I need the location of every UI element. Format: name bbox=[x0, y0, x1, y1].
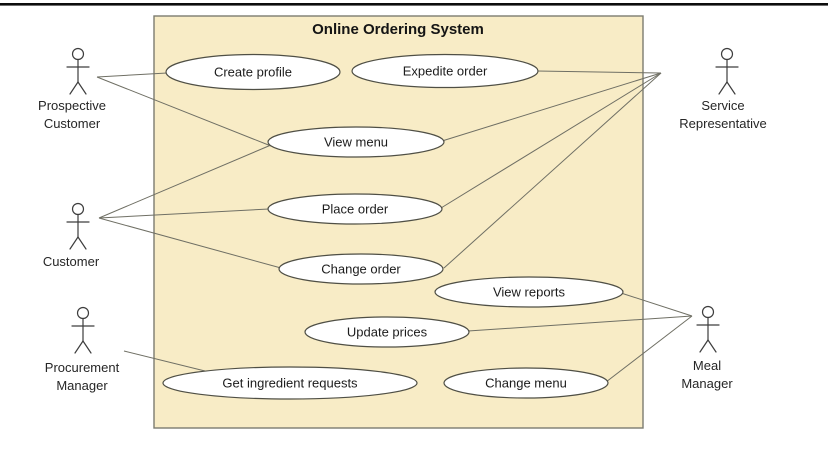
actor-icon bbox=[66, 47, 90, 95]
actor-service-representative: Service Representative bbox=[679, 47, 767, 131]
use-case-label: View reports bbox=[493, 285, 566, 300]
assoc-customer-view-menu bbox=[98, 144, 272, 219]
actor-label-line2: Manager bbox=[681, 376, 733, 391]
actor-icon bbox=[71, 306, 95, 354]
use-case-place-order: Place order bbox=[267, 193, 443, 225]
actor-label-line1: Meal bbox=[693, 358, 721, 373]
use-case-label: Place order bbox=[322, 202, 389, 217]
use-case-expedite-order: Expedite order bbox=[351, 53, 539, 89]
actor-label-line1: Prospective bbox=[38, 98, 106, 113]
actor-procurement-manager: Procurement Manager bbox=[45, 306, 120, 393]
actor-customer: Customer bbox=[43, 202, 100, 269]
use-case-view-reports: View reports bbox=[434, 276, 624, 308]
assoc-prospective-customer-create-profile bbox=[96, 72, 168, 78]
use-case-label: Create profile bbox=[214, 65, 292, 80]
actor-label-line1: Customer bbox=[43, 254, 100, 269]
use-case-label: Expedite order bbox=[403, 64, 488, 79]
actor-label-line2: Customer bbox=[44, 116, 101, 131]
actor-icon bbox=[696, 305, 720, 353]
use-case-label: Update prices bbox=[347, 325, 428, 340]
use-case-ellipse bbox=[434, 276, 624, 308]
assoc-service-representative-view-menu bbox=[441, 72, 662, 142]
use-case-label: View menu bbox=[324, 135, 388, 150]
assoc-customer-place-order bbox=[98, 208, 270, 219]
assoc-service-representative-place-order bbox=[440, 72, 662, 209]
use-case-ellipse bbox=[165, 53, 341, 91]
assoc-service-representative-change-order bbox=[443, 72, 662, 269]
use-case-change-menu: Change menu bbox=[443, 367, 609, 399]
assoc-prospective-customer-view-menu bbox=[96, 76, 272, 147]
use-case-ellipse bbox=[351, 53, 539, 89]
use-case-ellipse bbox=[267, 193, 443, 225]
assoc-meal-manager-update-prices bbox=[467, 315, 693, 332]
assoc-service-representative-expedite-order bbox=[536, 70, 662, 74]
use-case-label: Get ingredient requests bbox=[222, 376, 358, 391]
actor-label-line1: Procurement bbox=[45, 360, 120, 375]
system-title: Online Ordering System bbox=[312, 21, 484, 38]
actor-icon bbox=[66, 202, 90, 250]
actor-icon bbox=[715, 47, 739, 95]
use-case-get-ingredient-requests: Get ingredient requests bbox=[162, 366, 418, 400]
actor-prospective-customer: Prospective Customer bbox=[38, 47, 106, 131]
actor-label-line2: Representative bbox=[679, 116, 766, 131]
use-case-ellipse bbox=[278, 253, 444, 285]
use-case-update-prices: Update prices bbox=[304, 316, 470, 348]
use-case-change-order: Change order bbox=[278, 253, 444, 285]
use-case-create-profile: Create profile bbox=[165, 53, 341, 91]
use-case-label: Change menu bbox=[485, 376, 567, 391]
use-case-label: Change order bbox=[321, 262, 401, 277]
assoc-meal-manager-change-menu bbox=[605, 315, 693, 383]
assoc-procurement-manager-get-ingredient-requests bbox=[123, 350, 206, 372]
use-case-view-menu: View menu bbox=[267, 126, 445, 158]
use-case-ellipse bbox=[443, 367, 609, 399]
actor-meal-manager: Meal Manager bbox=[681, 305, 733, 391]
associations bbox=[96, 70, 693, 383]
top-divider-line bbox=[0, 3, 828, 6]
use-case-ellipse bbox=[267, 126, 445, 158]
use-case-ellipse bbox=[162, 366, 418, 400]
assoc-customer-change-order bbox=[98, 217, 282, 269]
actor-label-line2: Manager bbox=[56, 378, 108, 393]
assoc-meal-manager-view-reports bbox=[620, 292, 693, 317]
use-case-ellipse bbox=[304, 316, 470, 348]
actor-label-line1: Service bbox=[701, 98, 744, 113]
